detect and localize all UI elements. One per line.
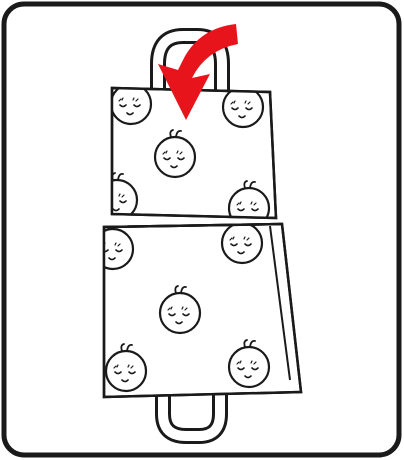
- bag-body-panel: [93, 216, 301, 397]
